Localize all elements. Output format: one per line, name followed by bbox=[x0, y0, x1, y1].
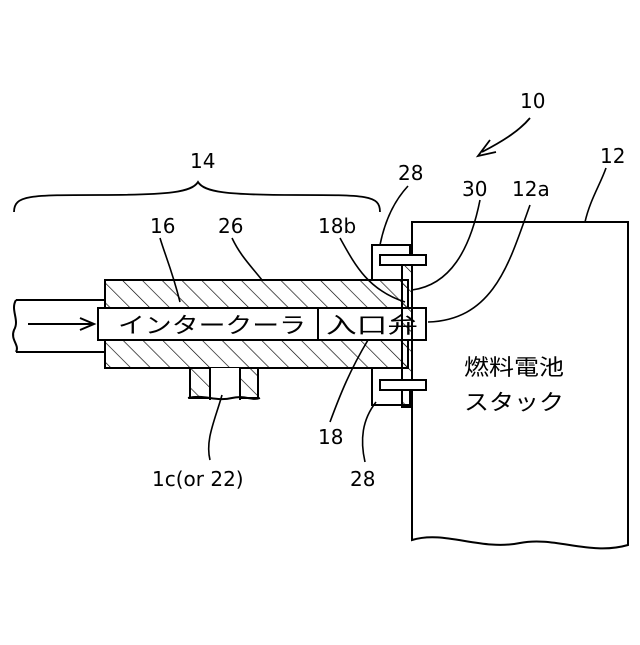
ref-28-top: 28 bbox=[398, 161, 423, 185]
ref-1c: 1c(or 22) bbox=[152, 467, 244, 491]
ref-10: 10 bbox=[520, 89, 545, 113]
leader-28-bottom bbox=[363, 402, 376, 462]
stack-label-line2: スタック bbox=[464, 391, 564, 416]
leader-28-top bbox=[380, 186, 408, 245]
brace-14 bbox=[14, 182, 380, 212]
ref-30: 30 bbox=[462, 177, 487, 201]
leader-12 bbox=[585, 168, 606, 222]
lower-bolt bbox=[380, 380, 426, 390]
ref-12: 12 bbox=[600, 144, 625, 168]
ref-12a: 12a bbox=[512, 177, 550, 201]
leader-1c bbox=[209, 395, 222, 460]
inlet-valve-label: 入口弁 bbox=[326, 314, 418, 339]
fuel-cell-stack-body bbox=[412, 222, 628, 548]
ref-18b: 18b bbox=[318, 214, 356, 238]
ref-28-bottom: 28 bbox=[350, 467, 375, 491]
ref-26: 26 bbox=[218, 214, 243, 238]
ref-14: 14 bbox=[190, 149, 215, 173]
housing-upper-wall bbox=[105, 280, 408, 308]
intercooler-label: インタークーラ bbox=[118, 314, 306, 339]
housing-lower-wall bbox=[105, 340, 408, 368]
upper-bolt bbox=[380, 255, 426, 265]
leader-26 bbox=[232, 238, 262, 280]
arrow-10 bbox=[482, 118, 530, 152]
ref-16: 16 bbox=[150, 214, 175, 238]
stack-label-line1: 燃料電池 bbox=[464, 356, 564, 381]
ref-18: 18 bbox=[318, 425, 343, 449]
